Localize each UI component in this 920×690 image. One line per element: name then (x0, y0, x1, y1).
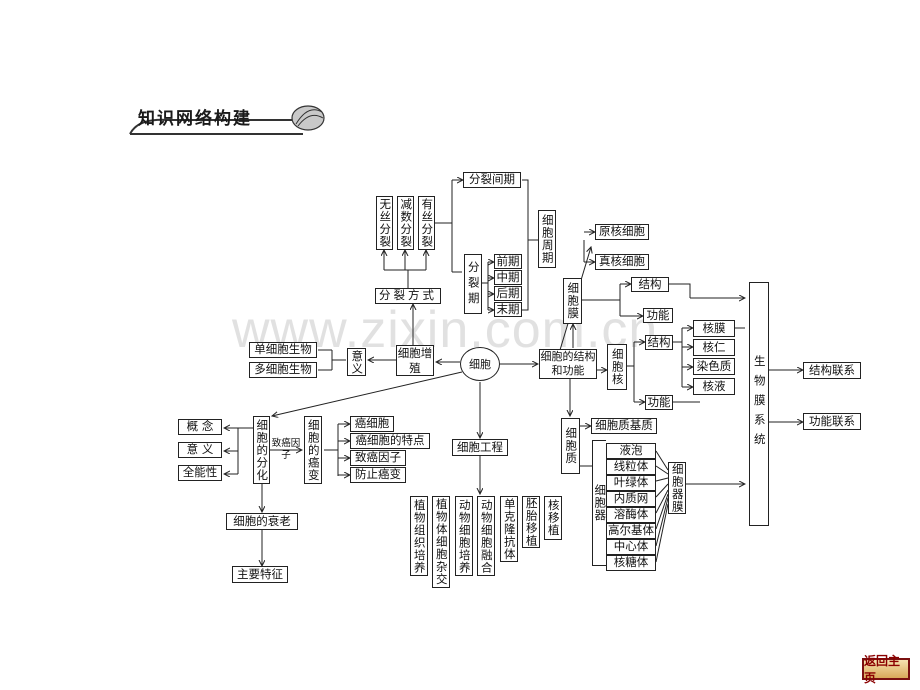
anaphase-node: 后期 (494, 286, 522, 301)
meiosis-node: 减数分裂 (397, 196, 414, 250)
monoclonal-node: 单克隆抗体 (500, 496, 518, 562)
membrane-structure-node: 结构 (631, 277, 669, 292)
cancer-cell-node: 癌细胞 (350, 416, 394, 432)
centrosome-node: 中心体 (606, 539, 656, 555)
cytoplasm-matrix-node: 细胞质基质 (591, 418, 657, 434)
organelles-node: 细胞器 (592, 440, 607, 566)
interphase-node: 分裂间期 (463, 172, 521, 188)
significance-node: 意义 (347, 348, 366, 376)
multicellular-node: 多细胞生物 (249, 362, 317, 378)
prokaryote-node: 原核细胞 (595, 224, 649, 240)
chloroplast-node: 叶绿体 (606, 475, 656, 491)
golgi-node: 高尔基体 (606, 523, 656, 539)
structure-function-node: 细胞的结构和功能 (539, 349, 597, 379)
cell-cycle-node: 细胞周期 (538, 210, 556, 268)
metaphase-node: 中期 (494, 270, 522, 285)
lysosome-node: 溶酶体 (606, 507, 656, 523)
division-modes-node: 分裂方式 (375, 288, 441, 304)
cell-membrane-node: 细胞膜 (563, 278, 582, 324)
cell-proliferation-node: 细胞增殖 (396, 345, 434, 376)
er-node: 内质网 (606, 491, 656, 507)
organelle-membrane-node: 细胞器膜 (668, 462, 686, 514)
title-banner-graphic (129, 105, 325, 135)
division-phase-node: 分裂期 (464, 254, 482, 314)
carcinogenic-factors-node: 致癌因子 (350, 450, 406, 466)
eukaryote-node: 真核细胞 (595, 254, 649, 270)
telophase-node: 末期 (494, 302, 522, 317)
totipotency-node: 全能性 (178, 465, 222, 481)
animal-culture-node: 动物细胞培养 (455, 496, 473, 576)
cell-nucleus-node: 细胞核 (607, 344, 627, 390)
ribosome-node: 核糖体 (606, 555, 656, 571)
diff-significance-node: 意 义 (178, 442, 222, 458)
cell-engineering-node: 细胞工程 (452, 439, 508, 456)
main-features-node: 主要特征 (232, 566, 288, 583)
nuclear-transfer-node: 核移植 (544, 496, 562, 540)
nucleoplasm-node: 核液 (693, 378, 735, 395)
mitosis-node: 有丝分裂 (418, 196, 435, 250)
nucleus-function-node: 功能 (645, 395, 673, 410)
page-title: 知识网络构建 (138, 109, 252, 129)
membrane-function-node: 功能 (643, 308, 673, 323)
structural-link-node: 结构联系 (803, 362, 861, 379)
functional-link-node: 功能联系 (803, 413, 861, 430)
plant-tissue-culture-node: 植物组织培养 (410, 496, 428, 576)
home-button[interactable]: 返回主页 (862, 654, 910, 685)
prophase-node: 前期 (494, 254, 522, 269)
nuclear-membrane-node: 核膜 (693, 320, 735, 337)
carcinogenesis-node: 细胞的癌变 (304, 416, 322, 484)
cytoplasm-node: 细胞质 (561, 418, 580, 474)
plant-hybridization-node: 植物体细胞杂交 (432, 496, 450, 588)
mitochondria-node: 线粒体 (606, 459, 656, 475)
nucleus-structure-node: 结构 (645, 335, 673, 350)
amitosis-node: 无丝分裂 (376, 196, 393, 250)
embryo-transfer-node: 胚胎移植 (522, 496, 540, 548)
chromatin-node: 染色质 (693, 358, 735, 375)
vacuole-node: 液泡 (606, 443, 656, 459)
cancer-prevention-node: 防止癌变 (350, 467, 406, 483)
center-cell-node: 细胞 (460, 347, 500, 381)
cancer-features-node: 癌细胞的特点 (350, 433, 430, 449)
shell-icon (291, 105, 325, 131)
nucleolus-node: 核仁 (693, 339, 735, 356)
unicellular-node: 单细胞生物 (249, 342, 317, 358)
cell-differentiation-node: 细胞的分化 (253, 416, 270, 484)
biomembrane-system-node: 生物膜系统 (749, 282, 769, 526)
cell-aging-node: 细胞的衰老 (226, 513, 298, 530)
carcinogen-label: 致癌因子 (271, 438, 301, 461)
concept-node: 概 念 (178, 419, 222, 435)
animal-fusion-node: 动物细胞融合 (477, 496, 495, 576)
